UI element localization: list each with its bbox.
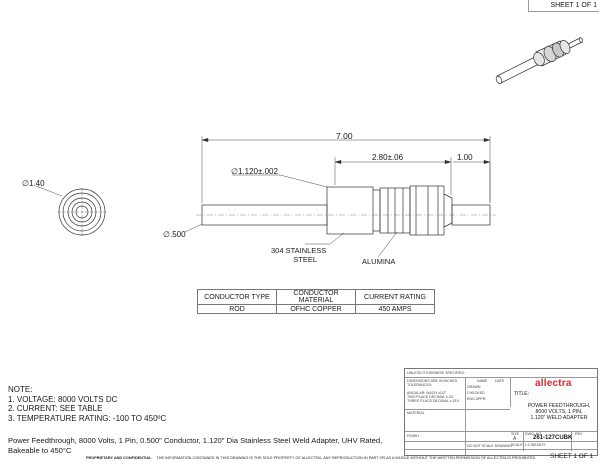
footer-text: THE INFORMATION CONTAINED IN THIS DRAWIN… [156,456,537,460]
isometric-view [495,37,584,85]
tb-title-line: 8000 VOLTS, 1 PIN, [535,409,583,415]
footer-confidential: PROPRIETARY AND CONFIDENTIAL THE INFORMA… [0,456,600,464]
tb-scale: SCALE: 1:2 WEIGHT: [511,443,546,447]
notes-title: NOTE: [8,385,33,394]
note-item: 1. VOLTAGE: 8000 VOLTS DC [8,394,118,404]
sheet-label-top: SHEET 1 OF 1 [550,2,597,9]
tb-do-not-scale: DO NOT SCALE DRAWING [467,444,512,448]
allectra-logo: allectra [535,378,572,389]
spec-table-row: ROD OFHC COPPER 450 AMPS [197,304,435,314]
tb-tolerances: TOLERANCES: [407,383,433,387]
tb-angular: ANGULAR: MACH ±1/2° [407,391,447,395]
title-block: UNLESS OTHERWISE SPECIFIED: DIMENSIONS A… [404,368,598,456]
tb-material: MATERIAL [407,411,425,415]
tb-title-label: TITLE: [514,391,530,397]
tb-finish: FINISH [407,434,419,438]
tb-part-number: 261-127CUBK [533,435,573,441]
part-description: Power Feedthrough, 8000 Volts, 1 Pin, 0.… [8,436,383,455]
sheet-label-bottom: SHEET 1 OF 1 [550,453,594,460]
tb-dims-in: DIMENSIONS ARE IN INCHES [407,379,458,383]
spec-header-material: CONDUCTOR MATERIAL [276,289,356,305]
callout-steel: 304 STAINLESS STEEL [271,246,326,264]
spec-cell-type: ROD [197,304,277,314]
dim-end-length: 1.00 [457,153,473,162]
tb-name-col: NAME [477,379,488,383]
tb-rev-label: REV [575,432,583,436]
note-item: 2. CURRENT: SEE TABLE [8,404,103,413]
spec-table-header-row: CONDUCTOR TYPE CONDUCTOR MATERIAL CURREN… [197,289,435,305]
spec-header-rating: CURRENT RATING [355,289,435,305]
dim-overall-length: 7.00 [336,131,353,141]
tb-unless: UNLESS OTHERWISE SPECIFIED: [407,371,466,375]
conductor-spec-table: CONDUCTOR TYPE CONDUCTOR MATERIAL CURREN… [197,289,435,314]
footer-label: PROPRIETARY AND CONFIDENTIAL [86,456,152,460]
tb-checked: CHECKED [467,391,485,395]
tb-title-line: 1.120" WELD ADAPTER [530,415,588,421]
sheet-label-box [528,0,599,12]
tb-two-place: TWO PLACE DECIMAL ±.03 [407,395,453,399]
spec-cell-material: OFHC COPPER [276,304,356,314]
callout-alumina: ALUMINA [362,257,396,266]
tb-date-col: DATE [495,379,505,383]
dim-rod-diameter: ∅.500 [163,230,186,239]
dim-adapter-diameter: ∅1.120±.002 [231,167,278,176]
tb-size-value: A [513,436,517,442]
tb-title-line: POWER FEEDTHROUGH, [527,403,591,409]
dim-insulator-length: 2.80±.06 [372,153,404,162]
spec-cell-rating: 450 AMPS [355,304,435,314]
dim-flange-diameter: ∅1.40 [22,179,45,188]
callout-steel-line2: STEEL [293,255,318,264]
note-item: 3. TEMPERATURE RATING: -100 TO 450ºC [8,413,167,423]
side-view [196,185,496,236]
end-view [58,188,106,236]
tb-three-place: THREE PLACE DECIMAL ±.010 [407,399,459,403]
tb-dwg-no-label: DWG. NO. [525,432,543,436]
dimension-lines [35,136,491,258]
spec-header-type: CONDUCTOR TYPE [197,289,277,305]
tb-eng-appr: ENG APPR. [467,397,487,401]
tb-size-label: SIZE [511,432,519,436]
notes-block: NOTE: 1. VOLTAGE: 8000 VOLTS DC 2. CURRE… [8,385,166,423]
tb-title: POWER FEEDTHROUGH, 8000 VOLTS, 1 PIN, 1.… [523,403,595,421]
callout-steel-line1: 304 STAINLESS [271,246,327,255]
tb-drawn: DRAWN [467,385,481,389]
